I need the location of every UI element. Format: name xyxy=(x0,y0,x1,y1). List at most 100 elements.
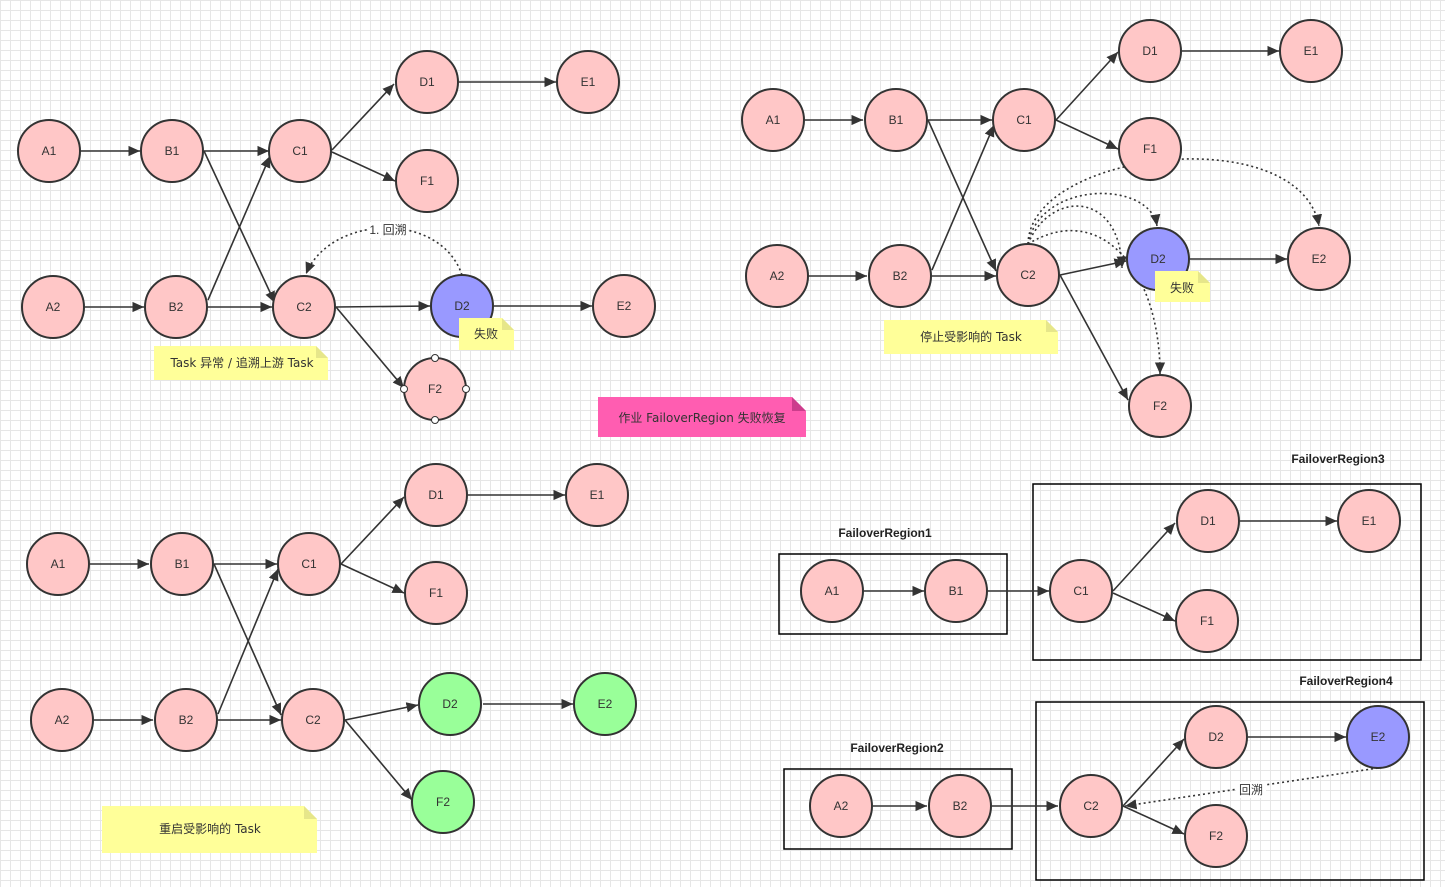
node-f1[interactable]: F1 xyxy=(395,149,459,213)
svg-text:B2: B2 xyxy=(179,713,194,727)
node-e1[interactable]: E1 xyxy=(565,463,629,527)
node-b2[interactable]: B2 xyxy=(928,774,992,838)
node-b1[interactable]: B1 xyxy=(140,119,204,183)
node-f2-restarted[interactable]: F2 xyxy=(411,770,475,834)
resize-handle-left[interactable] xyxy=(400,385,408,393)
node-b1[interactable]: B1 xyxy=(924,559,988,623)
node-d1[interactable]: D1 xyxy=(395,50,459,114)
edge-b1-c2 xyxy=(213,563,282,716)
node-a1[interactable]: A1 xyxy=(741,88,805,152)
edge-b2-c1 xyxy=(217,568,279,715)
region-box-3[interactable] xyxy=(1032,483,1422,661)
node-e1[interactable]: E1 xyxy=(1279,19,1343,83)
node-a2[interactable]: A2 xyxy=(745,244,809,308)
node-c2[interactable]: C2 xyxy=(1059,774,1123,838)
node-f1[interactable]: F1 xyxy=(1175,589,1239,653)
svg-text:F1: F1 xyxy=(429,586,443,600)
node-e1[interactable]: E1 xyxy=(556,50,620,114)
node-b2[interactable]: B2 xyxy=(144,275,208,339)
node-a1[interactable]: A1 xyxy=(17,119,81,183)
node-b2[interactable]: B2 xyxy=(868,244,932,308)
node-b1[interactable]: B1 xyxy=(864,88,928,152)
node-f1[interactable]: F1 xyxy=(1118,117,1182,181)
edge-c2-f2 xyxy=(344,719,413,801)
node-e2-restarted[interactable]: E2 xyxy=(573,672,637,736)
svg-text:D1: D1 xyxy=(428,488,444,502)
svg-text:F2: F2 xyxy=(436,795,450,809)
node-c1[interactable]: C1 xyxy=(277,532,341,596)
svg-text:E1: E1 xyxy=(590,488,605,502)
node-f2[interactable]: F2 xyxy=(1184,804,1248,868)
node-c1[interactable]: C1 xyxy=(268,119,332,183)
node-b2[interactable]: B2 xyxy=(154,688,218,752)
edge-c2-f2 xyxy=(1122,805,1185,835)
node-d2-restarted[interactable]: D2 xyxy=(418,672,482,736)
resize-handle-right[interactable] xyxy=(462,385,470,393)
svg-text:F1: F1 xyxy=(1143,142,1157,156)
node-a1[interactable]: A1 xyxy=(26,532,90,596)
svg-text:F2: F2 xyxy=(1209,829,1223,843)
resize-handle-bottom[interactable] xyxy=(431,416,439,424)
node-c2[interactable]: C2 xyxy=(281,688,345,752)
edge-c2-d2 xyxy=(1059,258,1127,276)
edge-c1-d1 xyxy=(1112,522,1176,592)
svg-text:F2: F2 xyxy=(428,382,442,396)
svg-text:D1: D1 xyxy=(419,75,435,89)
node-a2[interactable]: A2 xyxy=(30,688,94,752)
node-e2[interactable]: E2 xyxy=(1287,227,1351,291)
node-c2[interactable]: C2 xyxy=(272,275,336,339)
node-d1[interactable]: D1 xyxy=(1176,489,1240,553)
svg-text:F1: F1 xyxy=(420,174,434,188)
region-box-2[interactable] xyxy=(783,768,1013,850)
svg-text:B2: B2 xyxy=(953,799,968,813)
sticky-note-failed[interactable]: 失败 xyxy=(459,318,514,350)
edge-c1-d1 xyxy=(1055,51,1119,121)
sticky-note-failed[interactable]: 失败 xyxy=(1155,271,1210,302)
node-a2[interactable]: A2 xyxy=(21,275,85,339)
node-d1[interactable]: D1 xyxy=(1118,19,1182,83)
region-title-3: FailoverRegion3 xyxy=(1291,452,1385,466)
sticky-note-task-exception[interactable]: Task 异常 / 追溯上游 Task xyxy=(154,346,328,380)
node-f1[interactable]: F1 xyxy=(404,561,468,625)
edge-c1-f1 xyxy=(1055,119,1119,150)
node-d1[interactable]: D1 xyxy=(404,463,468,527)
node-e2[interactable]: E2 xyxy=(592,274,656,338)
panel3-edges xyxy=(90,489,573,801)
node-d2[interactable]: D2 xyxy=(1184,705,1248,769)
edge-c2-d2 xyxy=(335,301,431,312)
svg-text:A2: A2 xyxy=(834,799,849,813)
node-f2-selected[interactable]: F2 xyxy=(403,357,467,421)
node-a2[interactable]: A2 xyxy=(809,774,873,838)
svg-text:A1: A1 xyxy=(766,113,781,127)
panel-restart-affected: A1 B1 C1 D1 E1 F1 A2 B2 C2 D2 E2 F2 重启受影… xyxy=(26,463,637,853)
node-b1[interactable]: B1 xyxy=(150,532,214,596)
region-box-4[interactable] xyxy=(1035,701,1425,881)
title-note[interactable]: 作业 FailoverRegion 失败恢复 xyxy=(598,397,806,437)
backtrack-label: 1. 回溯 xyxy=(369,222,406,237)
edge-c1-d1 xyxy=(340,496,405,565)
sticky-note-stop-affected[interactable]: 停止受影响的 Task xyxy=(884,320,1058,354)
propagation-middle xyxy=(1027,205,1127,269)
edge-c2-d2 xyxy=(1122,738,1185,807)
svg-text:D2: D2 xyxy=(1150,252,1166,266)
node-c1[interactable]: C1 xyxy=(1049,559,1113,623)
node-a1[interactable]: A1 xyxy=(800,559,864,623)
svg-text:E1: E1 xyxy=(581,75,596,89)
node-f2[interactable]: F2 xyxy=(1128,374,1192,438)
resize-handle-top[interactable] xyxy=(431,354,439,362)
edge-b1-c2 xyxy=(927,119,997,272)
edge-c1-d1 xyxy=(331,83,395,151)
svg-text:D2: D2 xyxy=(442,697,458,711)
selection-handles[interactable] xyxy=(400,354,470,424)
node-c2[interactable]: C2 xyxy=(996,243,1060,307)
node-c1[interactable]: C1 xyxy=(992,88,1056,152)
node-e2-failed[interactable]: E2 xyxy=(1346,705,1410,769)
sticky-note-restart-affected[interactable]: 重启受影响的 Task xyxy=(102,806,317,853)
edge-c2-f2 xyxy=(1059,274,1129,401)
region-box-1[interactable] xyxy=(778,553,1008,635)
svg-text:A1: A1 xyxy=(825,584,840,598)
svg-text:A2: A2 xyxy=(55,713,70,727)
region-title-2: FailoverRegion2 xyxy=(850,741,944,755)
node-e1[interactable]: E1 xyxy=(1337,489,1401,553)
